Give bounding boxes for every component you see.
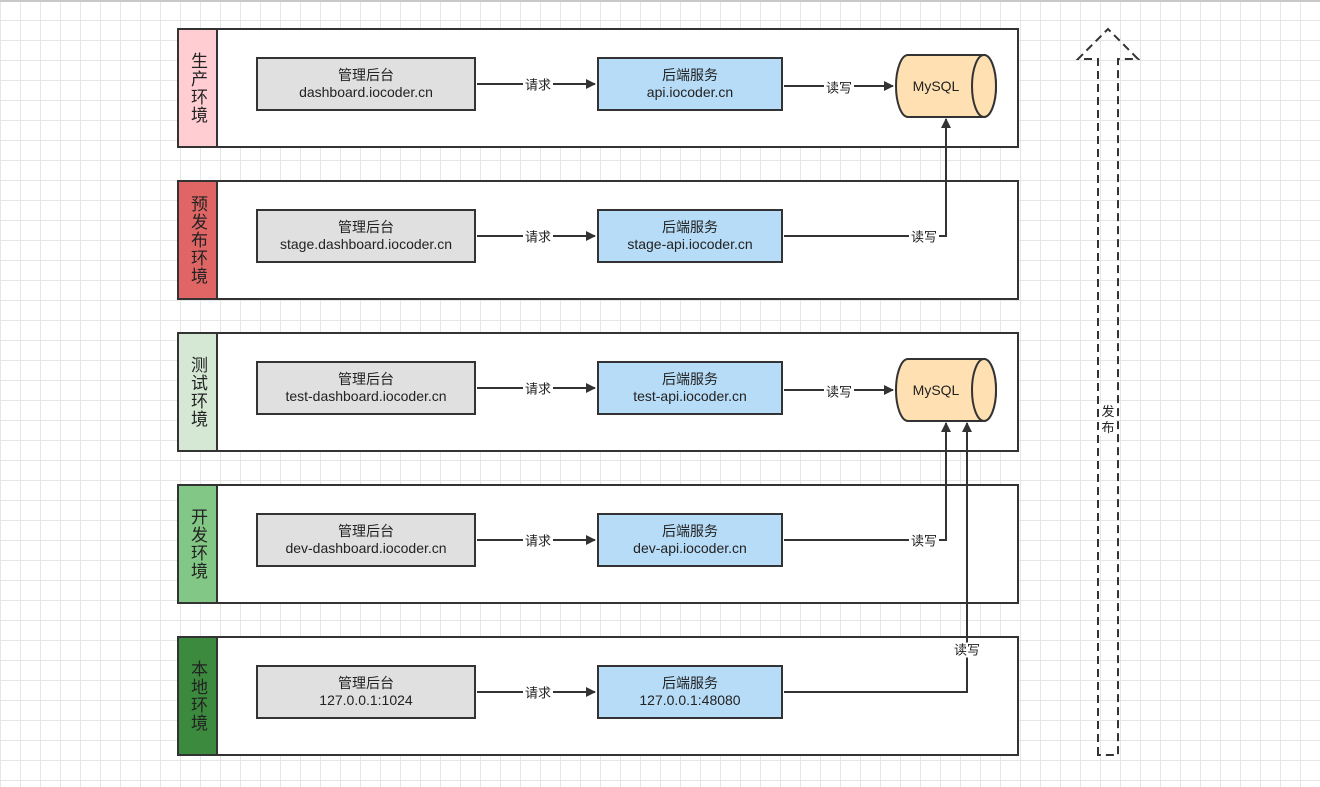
lane-label-test: 测试环境 [179,334,218,450]
admin-domain: dev-dashboard.iocoder.cn [285,540,447,556]
edge-rw-local [784,422,972,693]
backend-node-dev[interactable]: 后端服务 dev-api.iocoder.cn [597,513,783,567]
admin-node-staging[interactable]: 管理后台 stage.dashboard.iocoder.cn [256,209,476,263]
edge-label-request: 请求 [522,381,554,397]
admin-title: 管理后台 [338,371,394,387]
admin-title: 管理后台 [338,67,394,83]
edge-rw-dev [784,422,951,541]
top-rule [0,0,1320,2]
admin-node-local[interactable]: 管理后台 127.0.0.1:1024 [256,665,476,719]
backend-title: 后端服务 [662,67,718,83]
backend-title: 后端服务 [662,523,718,539]
publish-arrow [1075,27,1141,756]
admin-title: 管理后台 [338,219,394,235]
edge-label-request: 请求 [522,685,554,701]
backend-title: 后端服务 [662,371,718,387]
edge-label-rw: 读写 [908,533,940,549]
admin-title: 管理后台 [338,523,394,539]
mysql-db-test[interactable] [895,358,997,422]
publish-label: 发布 [1100,404,1116,436]
edge-label-rw: 读写 [951,642,983,658]
lane-label-production: 生产环境 [179,30,218,146]
mysql-db-production[interactable] [895,54,997,118]
mysql-label-test: MySQL [912,382,960,398]
mysql-label-production: MySQL [912,78,960,94]
edge-label-rw: 读写 [823,80,855,96]
edge-label-request: 请求 [522,229,554,245]
backend-title: 后端服务 [662,219,718,235]
admin-node-test[interactable]: 管理后台 test-dashboard.iocoder.cn [256,361,476,415]
admin-domain: 127.0.0.1:1024 [319,692,413,708]
backend-node-test[interactable]: 后端服务 test-api.iocoder.cn [597,361,783,415]
edge-rw-staging [784,118,951,237]
admin-domain: test-dashboard.iocoder.cn [285,388,447,404]
backend-node-local[interactable]: 后端服务 127.0.0.1:48080 [597,665,783,719]
edge-label-request: 请求 [522,533,554,549]
admin-node-production[interactable]: 管理后台 dashboard.iocoder.cn [256,57,476,111]
backend-domain: dev-api.iocoder.cn [633,540,747,556]
admin-domain: stage.dashboard.iocoder.cn [279,236,452,252]
backend-domain: api.iocoder.cn [646,84,734,100]
admin-domain: dashboard.iocoder.cn [299,84,433,100]
backend-node-production[interactable]: 后端服务 api.iocoder.cn [597,57,783,111]
lane-label-local: 本地环境 [179,638,218,754]
lane-label-dev: 开发环境 [179,486,218,602]
edge-label-rw: 读写 [908,229,940,245]
backend-domain: stage-api.iocoder.cn [627,236,753,252]
backend-domain: test-api.iocoder.cn [633,388,747,404]
admin-title: 管理后台 [338,675,394,691]
backend-domain: 127.0.0.1:48080 [639,692,741,708]
backend-node-staging[interactable]: 后端服务 stage-api.iocoder.cn [597,209,783,263]
backend-title: 后端服务 [662,675,718,691]
edge-label-rw: 读写 [823,384,855,400]
admin-node-dev[interactable]: 管理后台 dev-dashboard.iocoder.cn [256,513,476,567]
lane-label-staging: 预发布环境 [179,182,218,298]
edge-label-request: 请求 [522,77,554,93]
